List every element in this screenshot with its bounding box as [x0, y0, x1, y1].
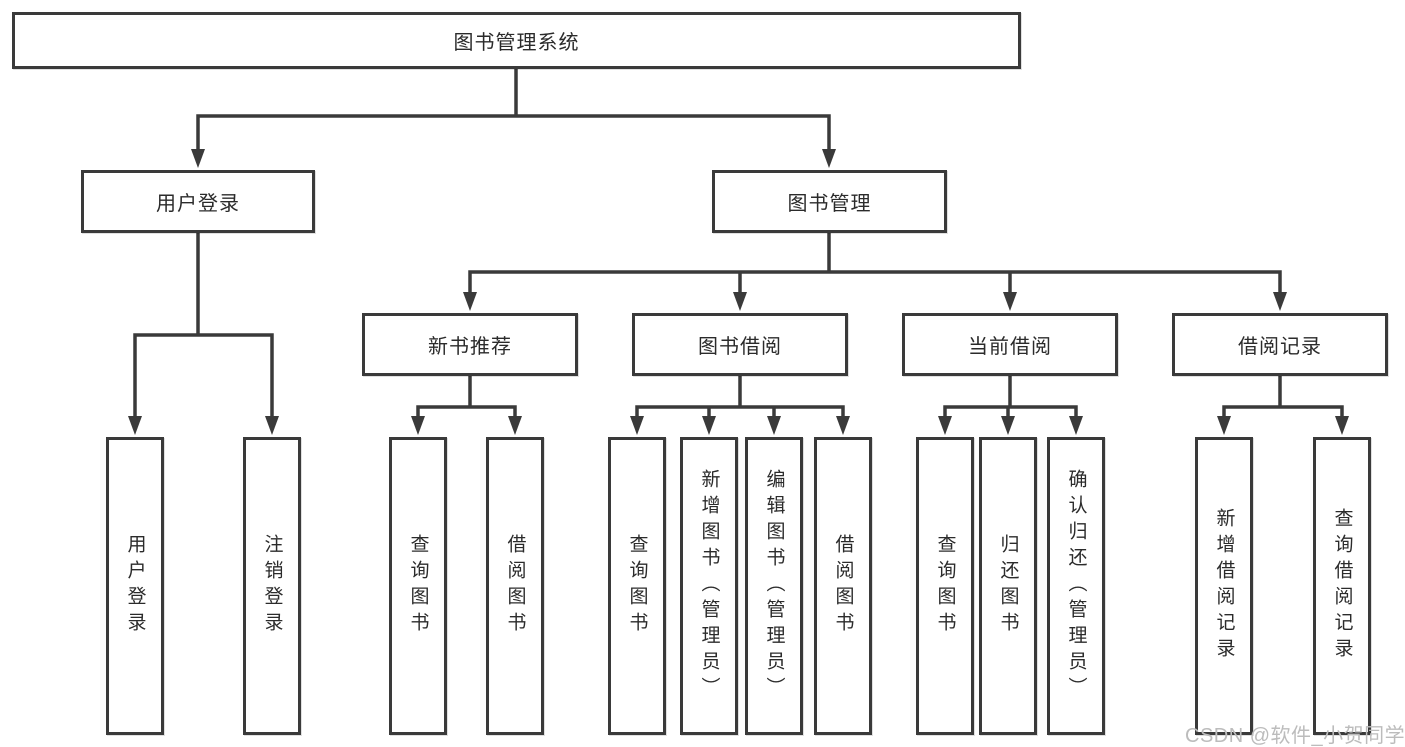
- leaf-user-login: 用户登录: [106, 437, 164, 735]
- leaf-borrow-books-recommend: 借阅图书: [486, 437, 544, 735]
- node-root: 图书管理系统: [12, 12, 1021, 69]
- leaf-query-books-recommend-label: 查询图书: [407, 534, 429, 638]
- arrowheads: [128, 149, 1349, 435]
- leaf-confirm-return-admin: 确认归还（管理员）: [1047, 437, 1105, 735]
- node-user-login: 用户登录: [81, 170, 315, 233]
- node-root-label: 图书管理系统: [453, 32, 580, 54]
- node-book-borrowing-label: 图书借阅: [698, 336, 782, 358]
- leaf-logout-label: 注销登录: [261, 534, 283, 638]
- leaf-query-books-current-label: 查询图书: [934, 534, 956, 638]
- leaf-edit-book-admin-label: 编辑图书（管理员）: [763, 469, 785, 703]
- node-new-book-recommend: 新书推荐: [362, 313, 578, 376]
- node-borrow-records: 借阅记录: [1172, 313, 1388, 376]
- node-new-book-recommend-label: 新书推荐: [428, 336, 512, 358]
- leaf-query-books-borrowing: 查询图书: [608, 437, 666, 735]
- leaf-confirm-return-admin-label: 确认归还（管理员）: [1065, 469, 1087, 703]
- leaf-add-book-admin-label: 新增图书（管理员）: [698, 469, 720, 703]
- leaf-query-books-current: 查询图书: [916, 437, 974, 735]
- leaf-query-borrow-record-label: 查询借阅记录: [1331, 508, 1353, 664]
- node-user-login-label: 用户登录: [156, 193, 240, 215]
- leaf-user-login-label: 用户登录: [124, 534, 146, 638]
- watermark-text: CSDN @软件_小贺同学: [1185, 725, 1405, 747]
- leaf-query-books-recommend: 查询图书: [389, 437, 447, 735]
- leaf-add-borrow-record: 新增借阅记录: [1195, 437, 1253, 735]
- node-current-borrowing: 当前借阅: [902, 313, 1118, 376]
- connector-edges: [133, 66, 1344, 421]
- node-borrow-records-label: 借阅记录: [1238, 336, 1322, 358]
- leaf-return-book-label: 归还图书: [997, 534, 1019, 638]
- leaf-edit-book-admin: 编辑图书（管理员）: [745, 437, 803, 735]
- leaf-add-book-admin: 新增图书（管理员）: [680, 437, 738, 735]
- leaf-logout: 注销登录: [243, 437, 301, 735]
- leaf-borrow-books-label: 借阅图书: [832, 534, 854, 638]
- leaf-borrow-books: 借阅图书: [814, 437, 872, 735]
- leaf-add-borrow-record-label: 新增借阅记录: [1213, 508, 1235, 664]
- node-book-borrowing: 图书借阅: [632, 313, 848, 376]
- node-book-management: 图书管理: [712, 170, 947, 233]
- leaf-borrow-books-recommend-label: 借阅图书: [504, 534, 526, 638]
- leaf-query-borrow-record: 查询借阅记录: [1313, 437, 1371, 735]
- leaf-return-book: 归还图书: [979, 437, 1037, 735]
- node-current-borrowing-label: 当前借阅: [968, 336, 1052, 358]
- node-book-management-label: 图书管理: [787, 193, 872, 215]
- leaf-query-books-borrowing-label: 查询图书: [626, 534, 648, 638]
